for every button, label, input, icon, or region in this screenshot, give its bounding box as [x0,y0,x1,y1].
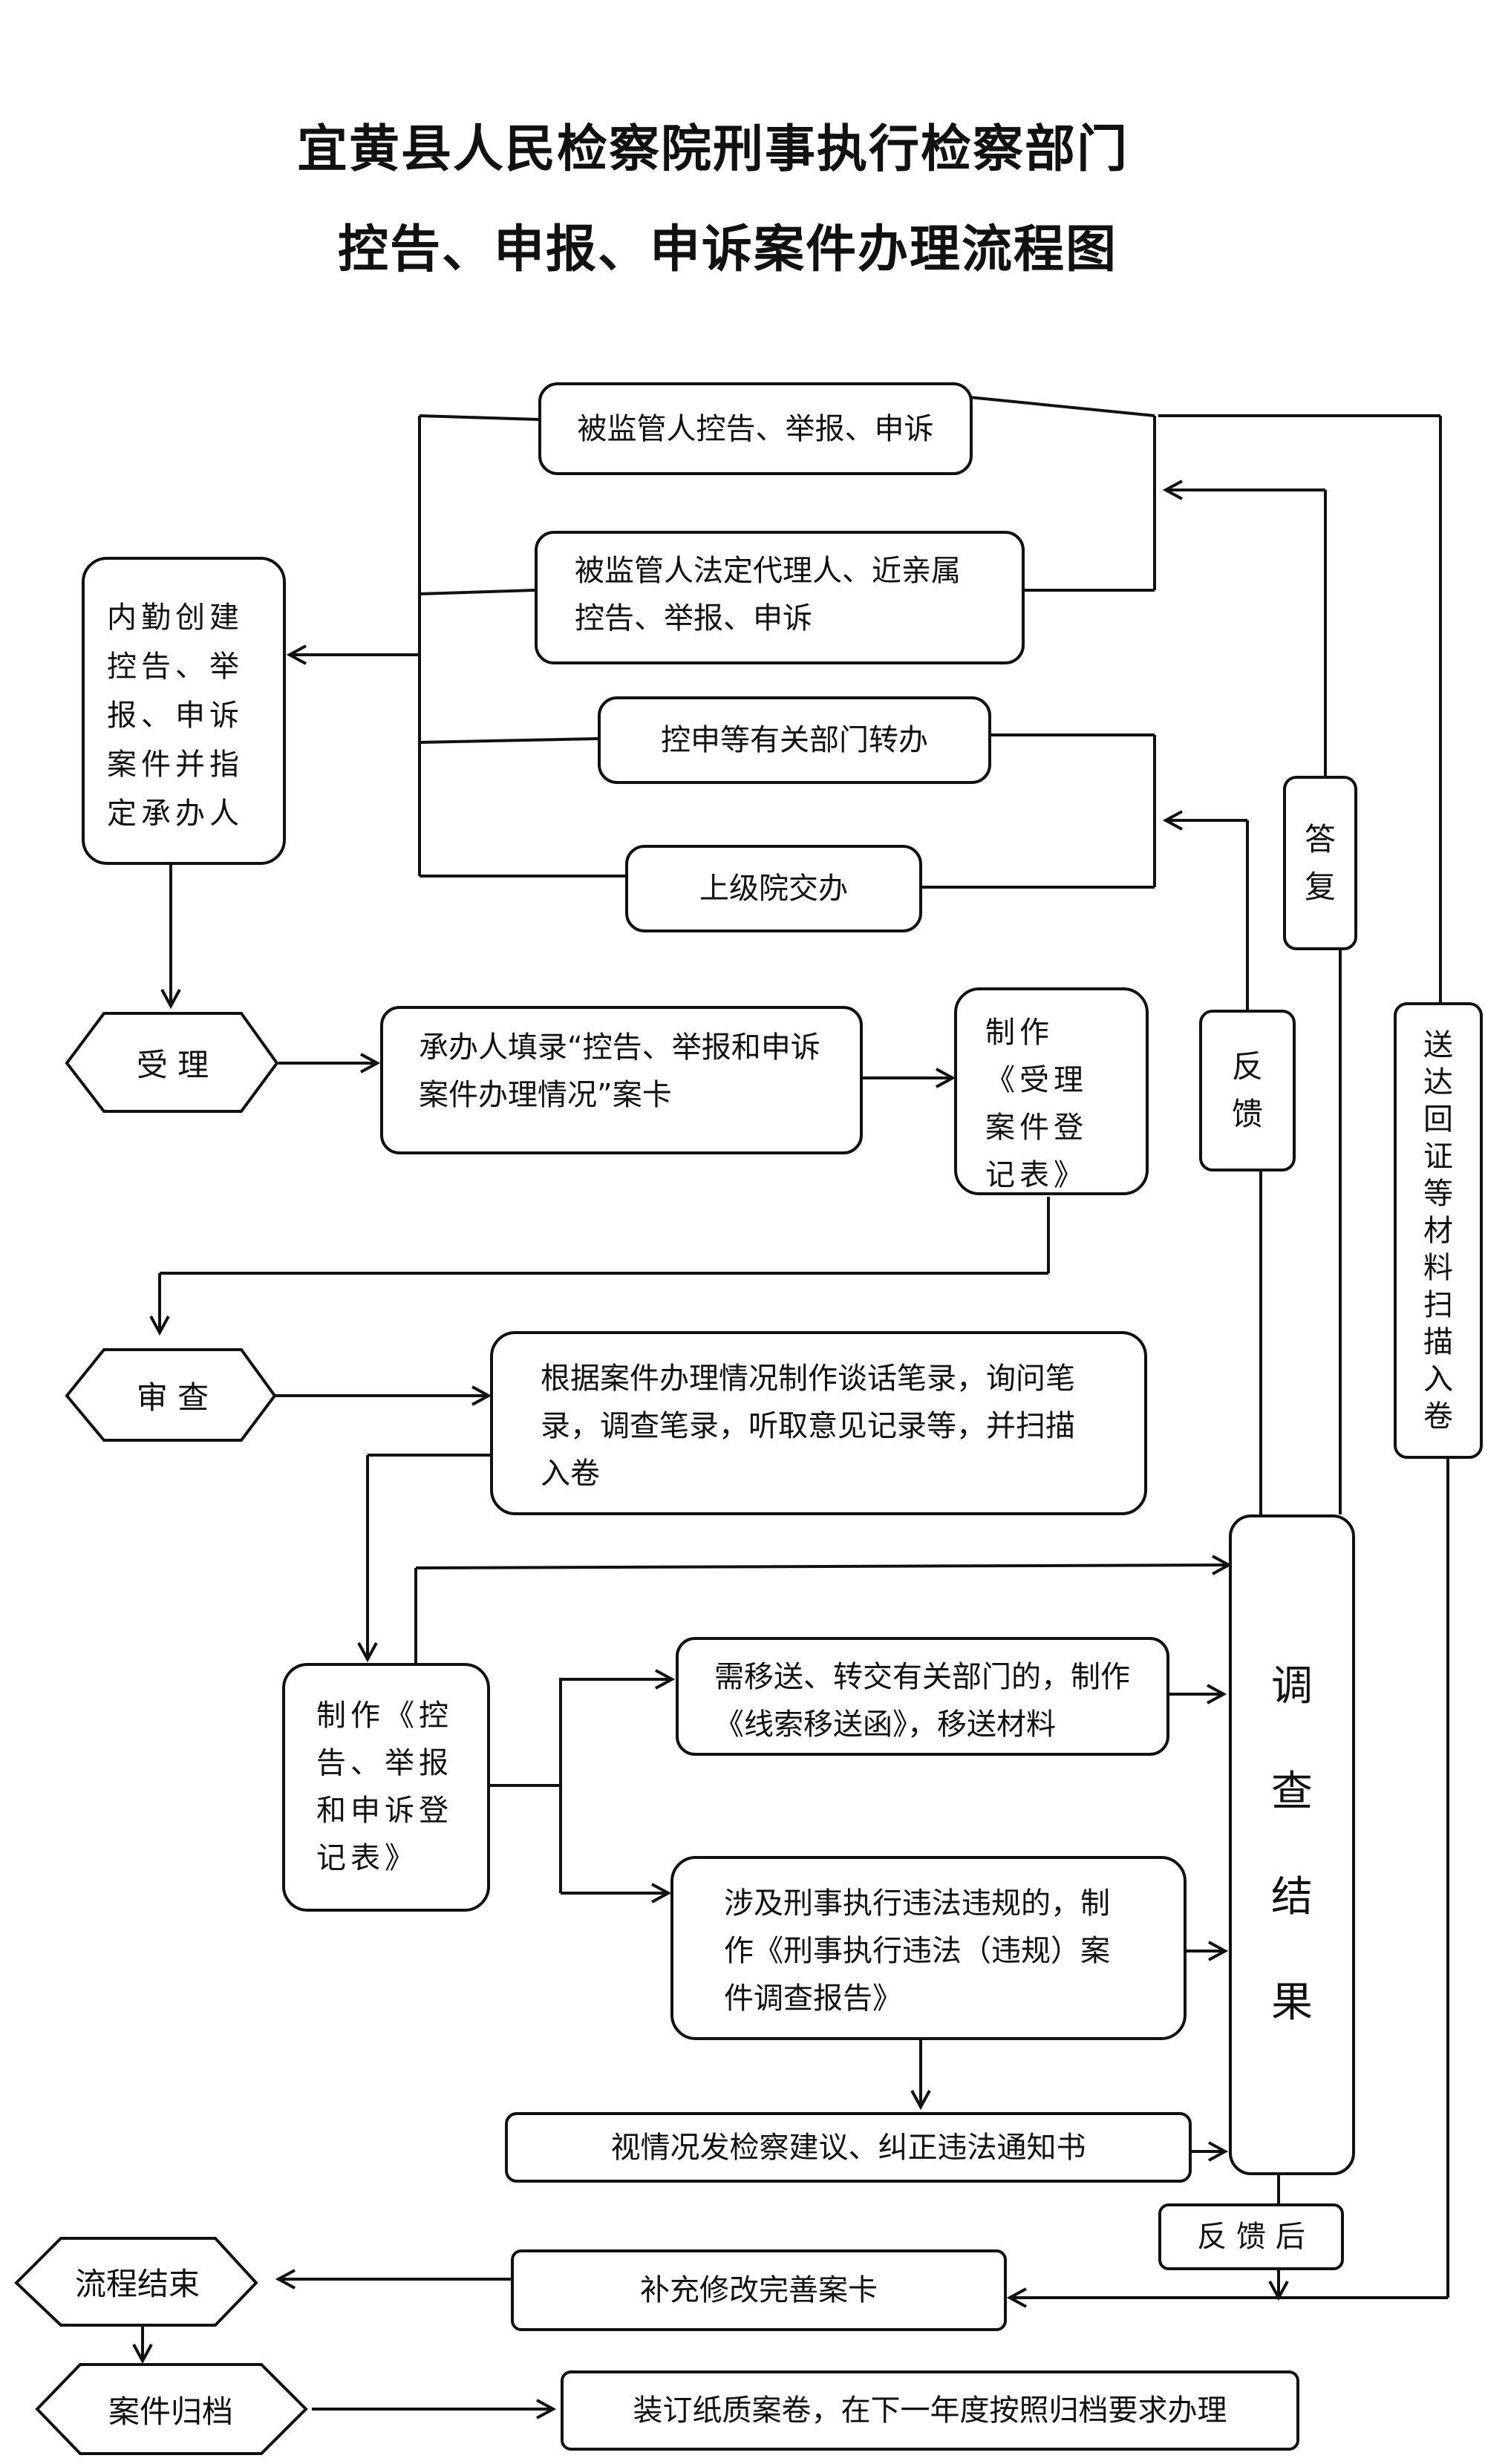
source-relatives-box: 被监管人法定代理人、近亲属控告、举报、申诉 [535,531,1025,664]
investigation-result-box: 调 查 结 果 [1229,1514,1355,2175]
page-title-line2: 控告、申报、申诉案件办理流程图 [337,220,1117,279]
complaint-register-text: 制作《控告、举报和申诉登记表》 [316,1699,453,1875]
internal-create-box: 内勤创建控告、举报、申诉案件并指定承办人 [82,557,286,865]
records-box: 根据案件办理情况制作谈话笔录，询问笔录，调查笔录，听取意见记录等，并扫描入卷 [490,1331,1147,1515]
feedback-text: 反 馈 [1231,1048,1263,1132]
internal-create-text: 内勤创建控告、举报、申诉案件并指定承办人 [107,601,244,831]
end-hexagon [14,2237,258,2327]
transfer-box: 需移送、转交有关部门的，制作《线索移送函》，移送材料 [676,1637,1169,1756]
page-title-line1: 宜黄县人民检察院刑事执行检察部门 [296,120,1129,179]
deliver-scan-text: 送 达 回 证 等 材 料 扫 描 入 卷 [1423,1027,1453,1434]
source-relatives-text: 被监管人法定代理人、近亲属控告、举报、申诉 [575,554,961,635]
fill-card-text: 承办人填录“控告、举报和申诉案件办理情况”案卡 [419,1030,820,1112]
deliver-scan-box: 送 达 回 证 等 材 料 扫 描 入 卷 [1394,1002,1483,1459]
source1-right-line [968,396,1155,417]
source-department-text: 控申等有关部门转办 [661,723,928,757]
supplement-box: 补充修改完善案卡 [511,2249,1007,2331]
source-department-box: 控申等有关部门转办 [598,696,991,784]
archive-label: 案件归档 [108,2393,233,2430]
after-feedback-text: 反 馈 后 [1197,2220,1305,2254]
suggestion-box: 视情况发检察建议、纠正违法通知书 [505,2112,1192,2183]
end-label: 流程结束 [74,2266,200,2302]
reply-text: 答 复 [1304,820,1336,905]
arrow-to-result-top [415,1565,1229,1568]
source-detainee-text: 被监管人控告、举报、申诉 [577,411,934,446]
transfer-text: 需移送、转交有关部门的，制作《线索移送函》，移送材料 [714,1660,1130,1742]
accept-hexagon [65,1012,279,1113]
fill-card-box: 承办人填录“控告、举报和申诉案件办理情况”案卡 [380,1006,863,1154]
supplement-text: 补充修改完善案卡 [640,2273,878,2307]
complaint-register-box: 制作《控告、举报和申诉登记表》 [282,1663,490,1912]
source3-connector [419,737,598,744]
accept-label: 受 理 [136,1046,209,1083]
source-detainee-box: 被监管人控告、举报、申诉 [538,382,973,475]
investigation-result-text: 调 查 结 果 [1271,1662,1313,2027]
source1-connector [419,414,539,421]
make-register-box: 制作《受理案件登记表》 [954,987,1149,1195]
source-superior-text: 上级院交办 [699,872,848,906]
records-text: 根据案件办理情况制作谈话笔录，询问笔录，调查笔录，听取意见记录等，并扫描入卷 [541,1362,1075,1491]
violation-text: 涉及刑事执行违法违规的，制作《刑事执行违法（违规）案件调查报告》 [724,1886,1110,2016]
archive-hexagon [35,2363,308,2455]
feedback-box: 反 馈 [1199,1010,1296,1171]
reply-box: 答 复 [1283,776,1357,950]
after-feedback-box: 反 馈 后 [1158,2203,1344,2270]
source-superior-box: 上级院交办 [625,845,922,932]
review-label: 审 查 [136,1379,209,1416]
suggestion-text: 视情况发检察建议、纠正违法通知书 [610,2130,1086,2165]
source2-connector [419,589,535,595]
bind-archive-text: 装订纸质案卷，在下一年度按照归档要求办理 [633,2393,1227,2428]
review-hexagon [65,1348,277,1442]
violation-box: 涉及刑事执行违法违规的，制作《刑事执行违法（违规）案件调查报告》 [670,1856,1187,2040]
make-register-text: 制作《受理案件登记表》 [985,1016,1088,1192]
bind-archive-box: 装订纸质案卷，在下一年度按照归档要求办理 [561,2370,1299,2451]
